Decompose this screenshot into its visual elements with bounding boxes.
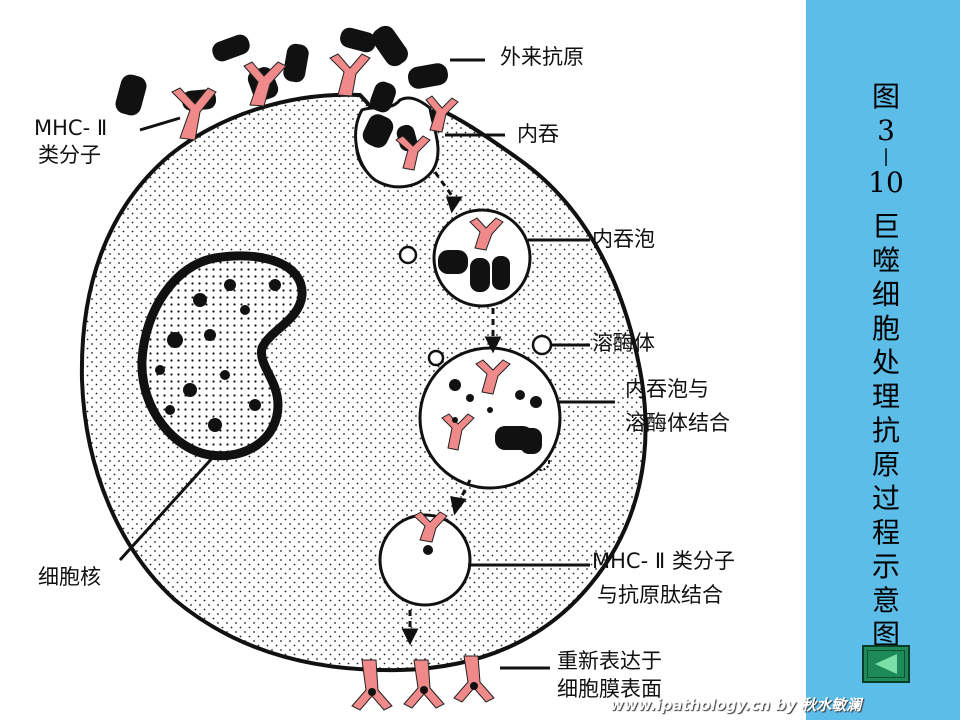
label-endocytosis: 内吞 xyxy=(517,122,559,146)
title-char: 巨 xyxy=(871,210,900,243)
label-endo-lyso-line1: 内吞泡与 xyxy=(625,377,709,401)
label-endosome: 内吞泡 xyxy=(592,227,655,251)
title-char: 图 xyxy=(871,80,900,113)
sidebar-panel xyxy=(806,0,960,720)
title-char: 意 xyxy=(871,584,900,617)
phagolysosome xyxy=(418,346,562,490)
title-char: 程 xyxy=(871,516,900,549)
title-char: 处 xyxy=(871,346,900,379)
title-char: 过 xyxy=(871,482,900,515)
label-mhc-ii-line1: MHC- Ⅱ xyxy=(34,116,108,140)
title-char: 10 xyxy=(868,166,904,199)
leader-lines xyxy=(118,58,615,670)
surface-receptors xyxy=(171,53,459,171)
foreign-antigens xyxy=(115,25,449,152)
endosome xyxy=(432,208,532,308)
back-button-frame xyxy=(867,650,905,678)
title-char: 细 xyxy=(871,278,900,311)
title-char: 理 xyxy=(871,380,900,413)
back-arrow-icon xyxy=(875,654,897,674)
back-button[interactable] xyxy=(862,645,910,683)
title-char: 噬 xyxy=(871,244,900,277)
label-endo-lyso-line2: 溶酶体结合 xyxy=(625,411,730,435)
label-surface-line1: 重新表达于 xyxy=(557,649,662,673)
label-lysosome: 溶酶体 xyxy=(592,331,655,355)
title-char: 示 xyxy=(871,550,900,583)
label-surface-line2: 细胞膜表面 xyxy=(557,677,662,701)
title-char: 抗 xyxy=(871,414,900,447)
label-mhc-peptide-line1: MHC- Ⅱ 类分子 xyxy=(592,549,735,573)
title-char: | xyxy=(882,146,890,167)
pathway-arrows xyxy=(401,171,502,646)
expressed-receptors xyxy=(351,655,495,711)
label-nucleus: 细胞核 xyxy=(38,565,101,589)
mhc-peptide-vesicle xyxy=(378,511,472,607)
figure-title: 图 3 | 10 巨 噬 细 胞 处 理 抗 原 过 程 示 意 图 xyxy=(864,80,908,652)
title-char: 3 xyxy=(877,114,895,147)
label-mhc-peptide-line2: 与抗原肽结合 xyxy=(597,583,723,607)
watermark-text: www.ipathology.cn by 秋水敏澜 xyxy=(610,696,862,714)
title-char: 原 xyxy=(871,448,900,481)
expressed-peptides xyxy=(368,682,478,696)
label-mhc-ii-line2: 类分子 xyxy=(38,143,101,167)
title-char: 胞 xyxy=(871,312,900,345)
label-foreign-antigen: 外来抗原 xyxy=(500,45,584,69)
cell-nucleus xyxy=(137,251,307,461)
